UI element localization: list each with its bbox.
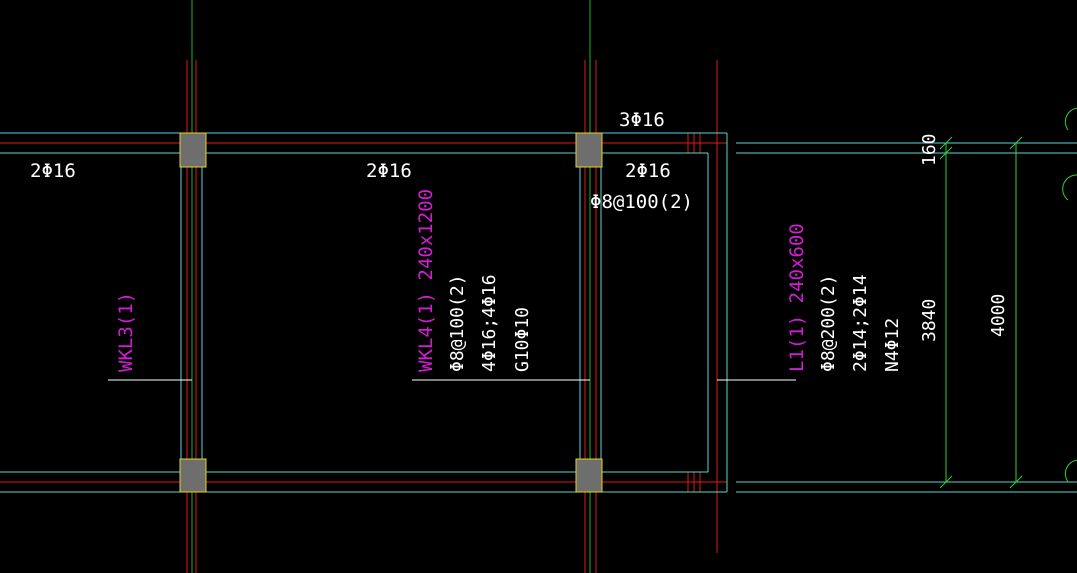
top-rebar-left: 2Φ16 [30, 160, 76, 182]
column-bottom-left[interactable] [179, 458, 207, 493]
dim-tick-3840-top [939, 136, 953, 150]
axis-bubble-mid [1062, 174, 1077, 201]
columns [179, 132, 603, 493]
beam-wkl4-rebar: 4Φ16;4Φ16 [479, 274, 500, 372]
column-top-left[interactable] [179, 132, 207, 168]
column-bottom-middle[interactable] [575, 458, 603, 493]
top-rebar-extra: 3Φ16 [619, 109, 665, 131]
beam-l1-torsion: N4Φ12 [882, 318, 903, 372]
dim-tick-4000-top [1009, 136, 1023, 150]
beam-l1-rebar: 2Φ14;2Φ14 [850, 274, 871, 372]
beam-label-wkl3: WKL3(1) [115, 292, 137, 372]
dim-tick-4000-bottom [1009, 475, 1023, 489]
beam-l1-stirrup: Φ8@200(2) [818, 274, 839, 372]
axis-bubble-bottom [1064, 459, 1077, 483]
top-rebar-right: 2Φ16 [625, 160, 671, 182]
axis-lines-green [191, 0, 591, 573]
dimension-4000: 4000 [988, 294, 1009, 337]
top-rebar-middle: 2Φ16 [366, 160, 412, 182]
beam-label-wkl4: WKL4(1) 240x1200 [415, 189, 437, 372]
beam-outlines [0, 132, 1077, 493]
stirrup-note: Φ8@100(2) [590, 191, 693, 213]
beam-wkl4-stirrup: Φ8@100(2) [447, 274, 468, 372]
dim-tick-3840-mid [939, 146, 953, 160]
axis-lines-red [0, 60, 727, 573]
axis-bubble-top [1064, 107, 1077, 131]
beam-wkl4-side: G10Φ10 [512, 307, 533, 372]
dim-tick-3840-bottom [939, 475, 953, 489]
dimension-3840: 3840 [919, 299, 940, 342]
column-top-middle[interactable] [575, 132, 603, 168]
dimension-160: 160 [919, 133, 940, 166]
dimension-lines [939, 107, 1077, 489]
beam-label-l1: L1(1) 240x600 [786, 223, 808, 372]
